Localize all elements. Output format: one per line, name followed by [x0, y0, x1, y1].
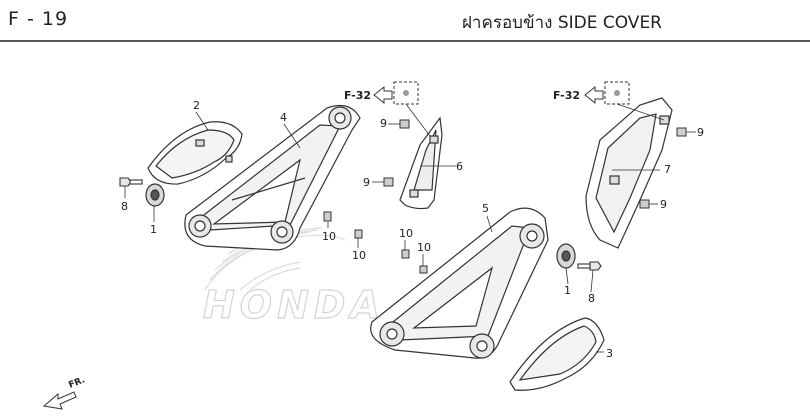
callout-1-left: 1: [150, 223, 157, 236]
ref-label-right: F-32: [553, 89, 580, 102]
callout-6: 6: [456, 160, 463, 173]
callout-10-c: 10: [399, 227, 413, 240]
page-title: ฝาครอบข้าง SIDE COVER: [461, 13, 662, 33]
callout-7: 7: [664, 163, 671, 176]
callout-2: 2: [193, 99, 200, 112]
callout-10-d: 10: [417, 241, 431, 254]
part-3-lower-cover: [509, 317, 605, 391]
honda-watermark: HONDA: [202, 227, 385, 328]
callout-10-a: 10: [322, 230, 336, 243]
callout-9-d: 9: [660, 198, 667, 211]
ref-f32-right: F-32: [553, 81, 630, 105]
part-1-grommet-left: [145, 183, 165, 207]
callout-10-b: 10: [352, 249, 366, 262]
callout-5: 5: [482, 202, 489, 215]
header-divider: [0, 40, 810, 42]
callout-4: 4: [280, 111, 287, 124]
front-direction-indicator: FR.: [42, 375, 87, 410]
callout-8-right: 8: [588, 292, 595, 305]
leader-lines: [124, 103, 696, 353]
ref-f32-left: F-32: [344, 81, 419, 105]
honda-wordmark: HONDA: [203, 283, 385, 327]
part-8-bolt-left: [119, 177, 143, 187]
callout-1-right: 1: [564, 284, 571, 297]
callout-9-a: 9: [380, 117, 387, 130]
part-10-clips: [323, 211, 428, 274]
part-6-side-panel-middle: [399, 116, 443, 210]
part-1-grommet-right: [556, 243, 576, 269]
front-arrow-icon: [42, 391, 77, 410]
part-2-small-cover: [147, 121, 243, 185]
part-5-frame-cover-right: [370, 207, 549, 359]
part-8-bolt-right: [577, 261, 602, 271]
callout-9-c: 9: [697, 126, 704, 139]
callout-8-left: 8: [121, 200, 128, 213]
callout-9-b: 9: [363, 176, 370, 189]
callout-labels: 2 4 8 1 9 9 6 9 7 9 5 10 10 10 10 1 8 3: [121, 99, 704, 360]
part-4-frame-cover-left: [184, 105, 361, 251]
ref-label-left: F-32: [344, 89, 371, 102]
header: F - 19 ฝาครอบข้าง SIDE COVER: [0, 0, 810, 42]
part-7-side-panel-right: [585, 97, 673, 249]
figure-id: F - 19: [8, 8, 69, 30]
front-label: FR.: [67, 375, 86, 391]
callout-3: 3: [606, 347, 613, 360]
